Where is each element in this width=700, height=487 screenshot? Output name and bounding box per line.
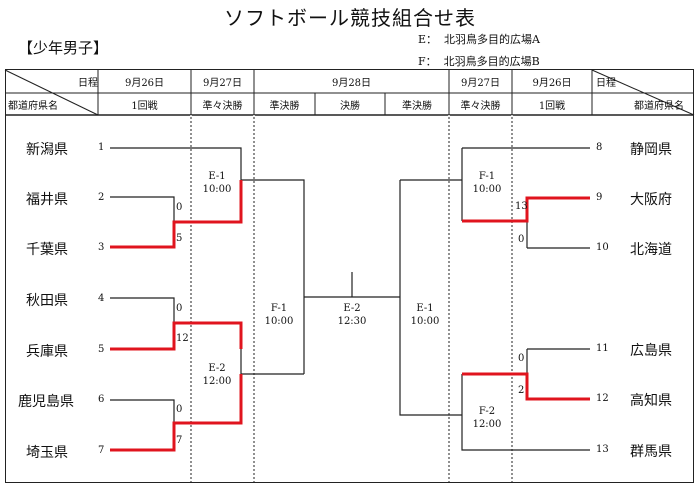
round-final: 決勝 [340, 101, 360, 112]
score: 0 [518, 353, 525, 364]
team-name-left: 福井県 [26, 192, 68, 208]
winner-line [110, 180, 243, 249]
team-seed-right: 10 [596, 242, 609, 253]
team-name-right: 北海道 [630, 242, 672, 258]
bracket-line [241, 179, 305, 374]
bracket-line [110, 147, 242, 180]
team-seed-right: 13 [596, 444, 609, 455]
team-seed-right: 9 [596, 192, 603, 203]
team-name-left: 新潟県 [26, 142, 68, 158]
schedule-label-right: 日程 [596, 78, 616, 89]
bracket-line [240, 349, 254, 375]
bracket-line [110, 196, 175, 222]
bracket-line [461, 374, 590, 451]
header-diagonal-right [591, 69, 695, 116]
date-qf-right: 9月27日 [460, 78, 501, 89]
date-finals: 9月28日 [331, 78, 372, 89]
winner-line [462, 372, 590, 401]
score: 5 [176, 233, 183, 244]
match-label: F-1 10:00 [256, 302, 302, 328]
match-label: F-2 12:00 [464, 405, 510, 431]
venue-e: E： 北羽鳥多目的広場A [418, 31, 540, 47]
bracket-frame [5, 69, 694, 483]
winner-line [110, 321, 243, 351]
team-seed-left: 1 [98, 142, 105, 153]
team-name-right: 高知県 [630, 393, 672, 409]
team-seed-left: 5 [98, 344, 105, 355]
venue-e-code: E： [418, 33, 438, 46]
venue-e-name: 北羽鳥多目的広場A [444, 33, 540, 46]
date-qf-left: 9月27日 [202, 78, 243, 89]
winner-line [462, 196, 590, 223]
score: 0 [518, 234, 525, 245]
winner-line [110, 374, 243, 452]
score: 0 [176, 202, 183, 213]
team-name-left: 秋田県 [26, 293, 68, 309]
match-code: E-2 [208, 363, 226, 374]
venue-f: F： 北羽鳥多目的広場B [418, 53, 540, 69]
score: 2 [518, 385, 525, 396]
team-seed-left: 2 [98, 192, 105, 203]
round-qf-left: 準々決勝 [202, 101, 243, 112]
match-code: F-1 [478, 171, 496, 182]
score: 13 [515, 201, 528, 212]
bracket-line [110, 399, 175, 423]
match-code: E-1 [208, 171, 226, 182]
team-name-left: 埼玉県 [26, 445, 68, 461]
team-name-right: 静岡県 [630, 142, 672, 158]
match-label: E-1 10:00 [193, 170, 241, 196]
round-sf-right: 準決勝 [402, 101, 432, 112]
team-name-left: 千葉県 [26, 242, 68, 258]
team-name-right: 群馬県 [630, 444, 672, 460]
match-label: F-1 10:00 [464, 170, 510, 196]
team-name-right: 大阪府 [630, 192, 672, 208]
round-r1-left: 1回戦 [131, 101, 158, 112]
score: 0 [176, 404, 183, 415]
team-seed-right: 12 [596, 393, 609, 404]
date-r1-right: 9月26日 [532, 78, 572, 89]
prefecture-label-right: 都道府県名 [634, 101, 684, 112]
prefecture-label-left: 都道府県名 [8, 101, 58, 112]
header-diagonal-left [4, 69, 99, 116]
score: 7 [176, 435, 183, 446]
team-seed-left: 4 [98, 293, 105, 304]
venue-f-name: 北羽鳥多目的広場B [443, 55, 540, 68]
bracket-line [399, 180, 462, 416]
match-time: 10:00 [472, 184, 502, 195]
match-code: F-1 [270, 303, 288, 314]
date-r1-left: 9月26日 [124, 78, 165, 89]
team-seed-left: 6 [98, 394, 105, 405]
match-code: E-1 [416, 303, 434, 314]
team-seed-left: 3 [98, 242, 105, 253]
match-time: 10:00 [410, 316, 440, 327]
category-label: 【少年男子】 [18, 39, 109, 57]
team-name-right: 広島県 [630, 343, 672, 359]
round-sf-left: 準決勝 [269, 101, 300, 112]
round-r1-right: 1回戦 [538, 101, 566, 112]
match-time: 10:00 [202, 184, 232, 195]
team-seed-left: 7 [98, 445, 105, 456]
venue-f-code: F： [418, 55, 437, 68]
team-seed-right: 11 [596, 343, 609, 354]
bracket-line [110, 297, 175, 323]
match-time: 12:00 [472, 419, 502, 430]
team-seed-right: 8 [596, 142, 603, 153]
round-qf-right: 準々決勝 [460, 101, 501, 112]
match-code: E-2 [343, 303, 361, 314]
match-time: 10:00 [264, 316, 294, 327]
team-name-left: 兵庫県 [26, 344, 68, 360]
match-time: 12:30 [337, 316, 367, 327]
match-label: E-2 12:30 [328, 302, 376, 328]
team-name-left: 鹿児島県 [18, 394, 74, 410]
schedule-label-left: 日程 [78, 78, 98, 89]
match-label: E-1 10:00 [402, 302, 448, 328]
match-time: 12:00 [202, 376, 232, 387]
score: 0 [176, 303, 183, 314]
page-title: ソフトボール競技組合せ表 [224, 6, 476, 30]
match-code: F-2 [478, 406, 496, 417]
match-label: E-2 12:00 [193, 362, 241, 388]
score: 12 [176, 333, 189, 344]
